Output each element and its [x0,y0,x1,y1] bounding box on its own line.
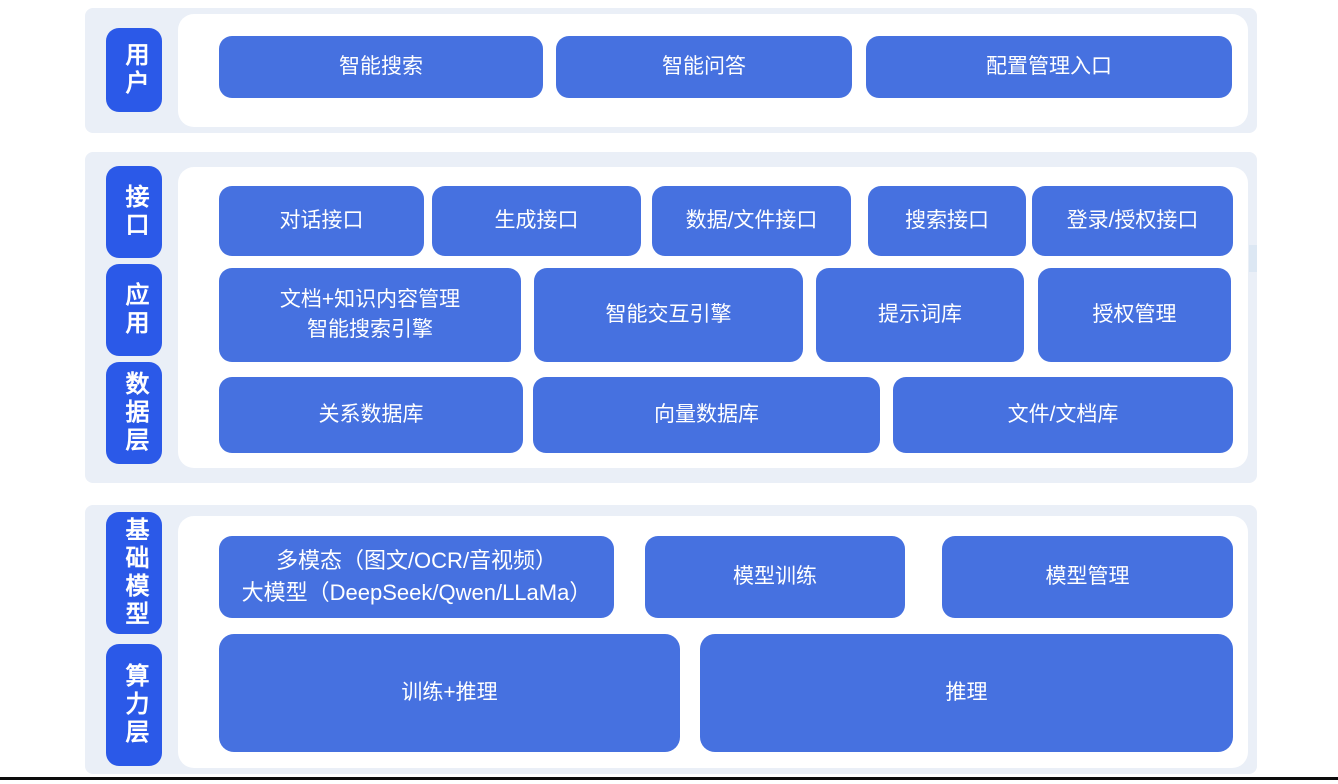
block-smart-qa-label: 智能问答 [662,54,746,78]
block-model-management-label: 模型管理 [1045,564,1130,588]
band-bottom: 基础模型 算力层 多模态（图文/OCR/音视频） 大模型（DeepSeek/Qw… [85,505,1257,774]
block-login-auth-api-label: 登录/授权接口 [1066,208,1199,232]
band-user: 用户 智能搜索 智能问答 配置管理入口 [85,8,1257,133]
block-inference-label: 推理 [945,680,988,704]
panel-user: 智能搜索 智能问答 配置管理入口 [178,14,1248,127]
block-interactive-engine-label: 智能交互引擎 [605,302,732,326]
layer-label-data-text: 数据层 [121,371,148,455]
scroll-notch [1249,245,1257,272]
block-multimodal-llm-line1: 多模态（图文/OCR/音视频） [275,548,558,574]
layer-label-foundation-model: 基础模型 [106,512,162,634]
block-relational-db-label: 关系数据库 [318,402,424,426]
block-dialog-api-label: 对话接口 [279,208,364,232]
layer-label-interface: 接口 [106,166,162,258]
block-login-auth-api: 登录/授权接口 [1032,186,1233,256]
block-model-management: 模型管理 [942,536,1233,618]
layer-label-compute-text: 算力层 [121,663,148,747]
layer-label-application-text: 应用 [121,282,148,338]
block-vector-db: 向量数据库 [533,377,880,453]
layer-label-application: 应用 [106,264,162,356]
block-search-api-label: 搜索接口 [905,208,989,232]
layer-label-foundation-model-text: 基础模型 [121,517,148,629]
block-interactive-engine: 智能交互引擎 [534,268,803,362]
block-relational-db: 关系数据库 [219,377,523,453]
block-inference: 推理 [700,634,1233,752]
block-training-inference: 训练+推理 [219,634,680,752]
block-auth-management-label: 授权管理 [1092,302,1177,326]
block-data-file-api-label: 数据/文件接口 [685,208,818,232]
block-config-entry-label: 配置管理入口 [986,54,1112,78]
block-model-training: 模型训练 [645,536,905,618]
block-prompt-library-label: 提示词库 [878,302,962,326]
block-dialog-api: 对话接口 [219,186,424,256]
band-middle: 接口 应用 数据层 对话接口 生成接口 数据/文件接口 搜索接口 登录/授权接口 [85,152,1257,483]
block-search-api: 搜索接口 [868,186,1026,256]
block-doc-knowledge-line1: 文档+知识内容管理 [279,287,461,311]
layer-label-data: 数据层 [106,362,162,464]
block-config-entry: 配置管理入口 [866,36,1232,98]
block-smart-search: 智能搜索 [219,36,543,98]
block-model-training-label: 模型训练 [733,564,817,588]
panel-middle: 对话接口 生成接口 数据/文件接口 搜索接口 登录/授权接口 文档+知识内容管理… [178,167,1248,468]
layer-label-compute: 算力层 [106,644,162,766]
block-file-doc-store-label: 文件/文档库 [1007,402,1119,426]
panel-bottom: 多模态（图文/OCR/音视频） 大模型（DeepSeek/Qwen/LLaMa）… [178,516,1248,768]
bottom-edge-rule [0,777,1338,780]
block-smart-search-label: 智能搜索 [339,54,423,78]
block-smart-qa: 智能问答 [556,36,852,98]
block-multimodal-llm: 多模态（图文/OCR/音视频） 大模型（DeepSeek/Qwen/LLaMa） [219,536,614,618]
block-data-file-api: 数据/文件接口 [652,186,851,256]
layer-label-interface-text: 接口 [121,184,148,240]
block-file-doc-store: 文件/文档库 [893,377,1233,453]
block-generation-api: 生成接口 [432,186,641,256]
block-prompt-library: 提示词库 [816,268,1024,362]
block-auth-management: 授权管理 [1038,268,1231,362]
block-vector-db-label: 向量数据库 [654,402,759,426]
layer-label-user-text: 用户 [121,42,148,98]
block-doc-knowledge-search-engine: 文档+知识内容管理 智能搜索引擎 [219,268,521,362]
block-training-inference-label: 训练+推理 [401,680,498,704]
block-doc-knowledge-line2: 智能搜索引擎 [307,318,433,341]
block-generation-api-label: 生成接口 [494,208,579,232]
layer-label-user: 用户 [106,28,162,112]
block-multimodal-llm-line2: 大模型（DeepSeek/Qwen/LLaMa） [241,580,592,605]
